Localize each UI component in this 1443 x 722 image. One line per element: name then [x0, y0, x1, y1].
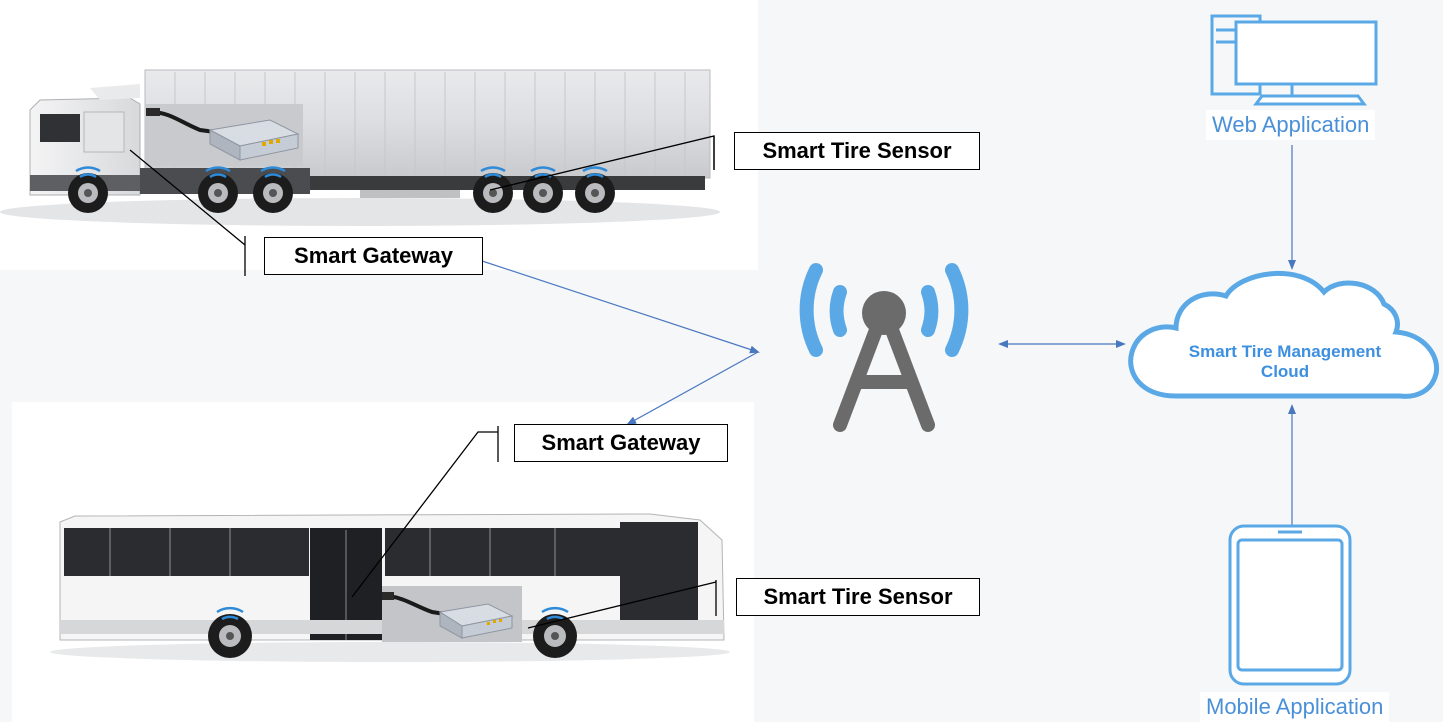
connector-arrows [468, 145, 1296, 525]
bus-illustration [50, 513, 730, 662]
mobile-application-label: Mobile Application [1200, 692, 1390, 722]
bus-gateway-label: Smart Gateway [514, 424, 728, 462]
smartphone-icon [1228, 524, 1352, 686]
web-application-label: Web Application [1206, 110, 1376, 140]
cloud-title-line2: Cloud [1260, 362, 1310, 381]
bus-callouts [351, 426, 717, 629]
truck-gateway-label: Smart Gateway [264, 237, 483, 275]
cloud-icon [1128, 270, 1440, 399]
bus-wheels [208, 607, 577, 658]
bus-tire-sensor-label: Smart Tire Sensor [736, 578, 980, 616]
cloud-title-line1: Smart Tire Management [1188, 342, 1382, 361]
cloud-title: Smart Tire Management Cloud [1155, 342, 1415, 382]
desktop-computer-icon [1210, 14, 1378, 106]
truck-tire-sensor-label: Smart Tire Sensor [734, 132, 980, 170]
truck-callouts [129, 135, 715, 276]
cell-tower-icon [799, 263, 969, 432]
